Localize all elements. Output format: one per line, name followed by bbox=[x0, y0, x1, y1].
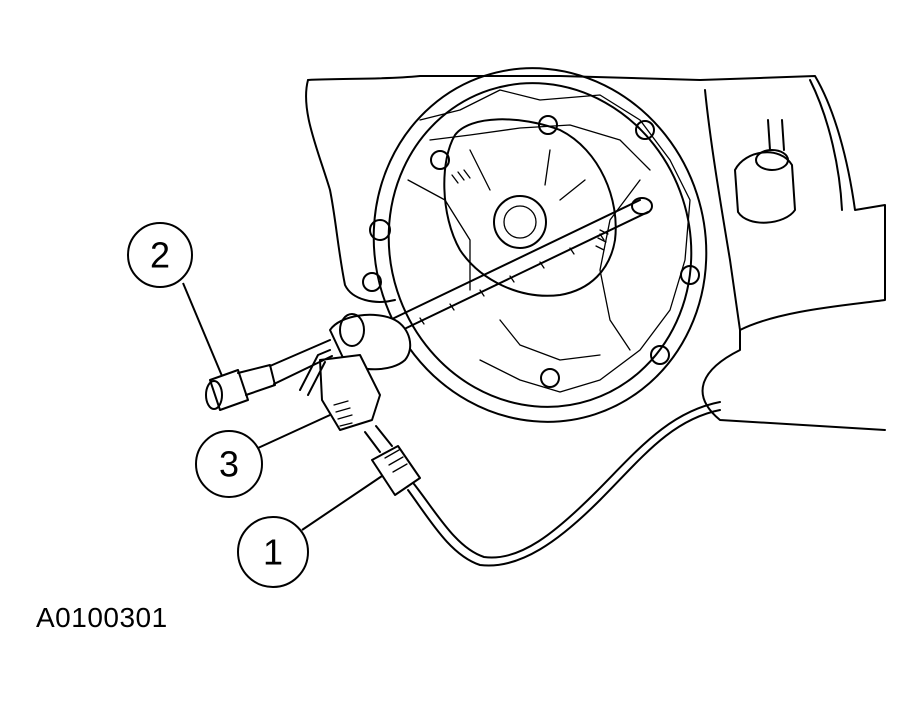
sensor-illustration bbox=[299, 313, 412, 431]
transmission-housing-illustration bbox=[305, 67, 886, 431]
callout-number-1: 1 bbox=[263, 532, 283, 573]
callout-number-2: 2 bbox=[150, 235, 170, 276]
sensor-rod-illustration bbox=[389, 197, 653, 333]
figure-id-label: A0100301 bbox=[36, 602, 168, 633]
connector-illustration bbox=[364, 401, 721, 567]
callout-2: 2 bbox=[127, 222, 223, 377]
callout-3: 3 bbox=[195, 414, 331, 498]
bolt-illustration bbox=[205, 339, 333, 411]
callout-1: 1 bbox=[237, 475, 383, 588]
callout-number-3: 3 bbox=[219, 444, 239, 485]
